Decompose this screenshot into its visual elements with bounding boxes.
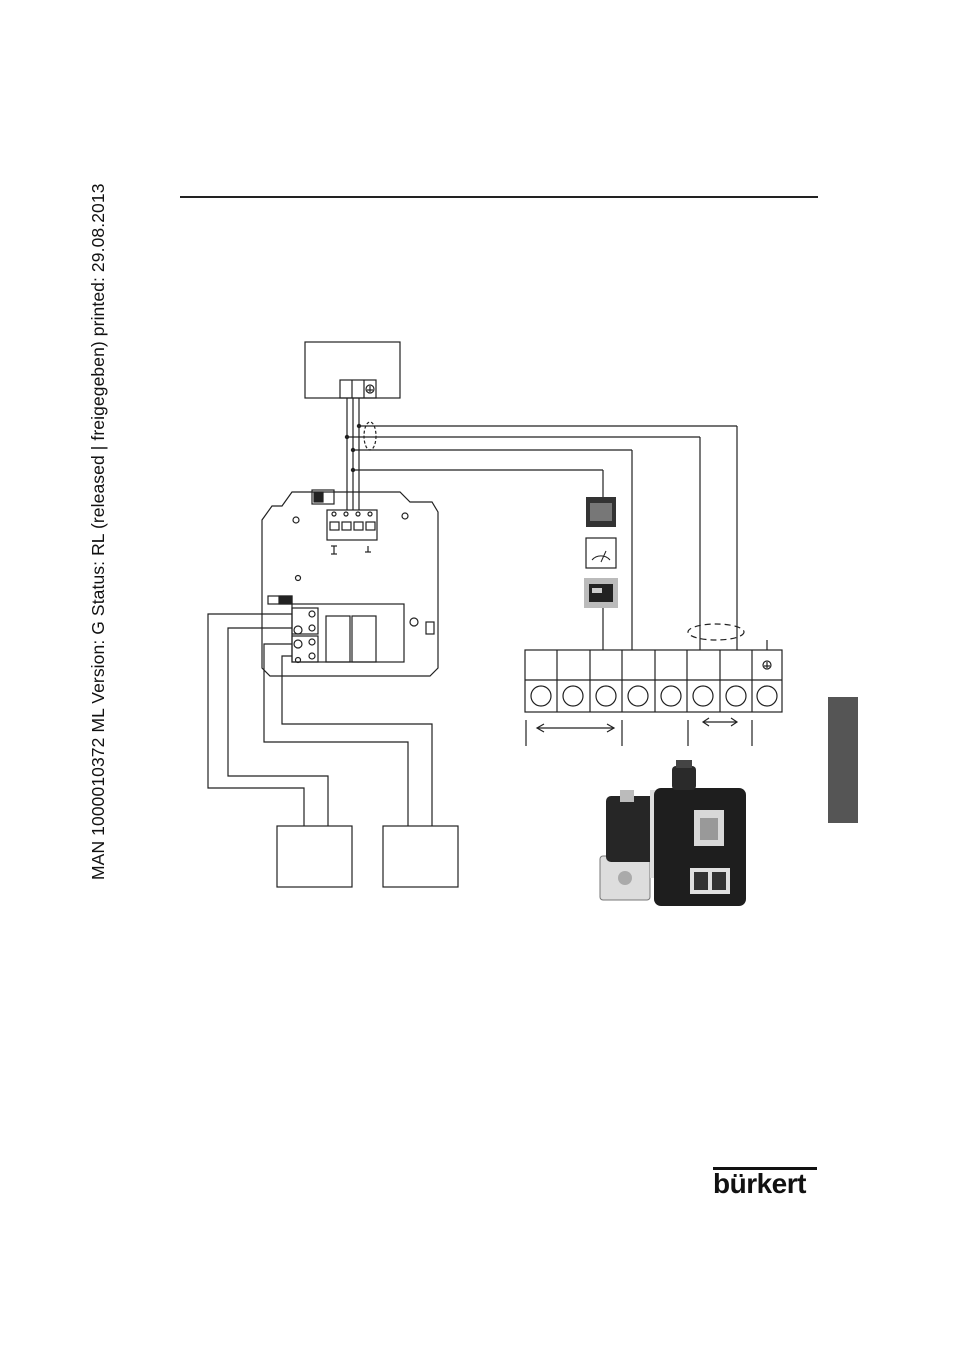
terminal-strip <box>525 624 782 712</box>
circuit-board <box>262 490 438 676</box>
buerkert-logo: bürkert <box>713 1164 819 1200</box>
power-supply-box <box>305 342 400 398</box>
controller-icon <box>584 578 618 608</box>
valve-photo <box>600 760 746 906</box>
load-box-right <box>383 826 458 887</box>
analog-meter-icon <box>586 538 616 568</box>
logo-text: bürkert <box>713 1168 806 1200</box>
ground-symbol-icon <box>366 385 374 393</box>
display-icon <box>586 497 616 527</box>
load-box-left <box>277 826 352 887</box>
